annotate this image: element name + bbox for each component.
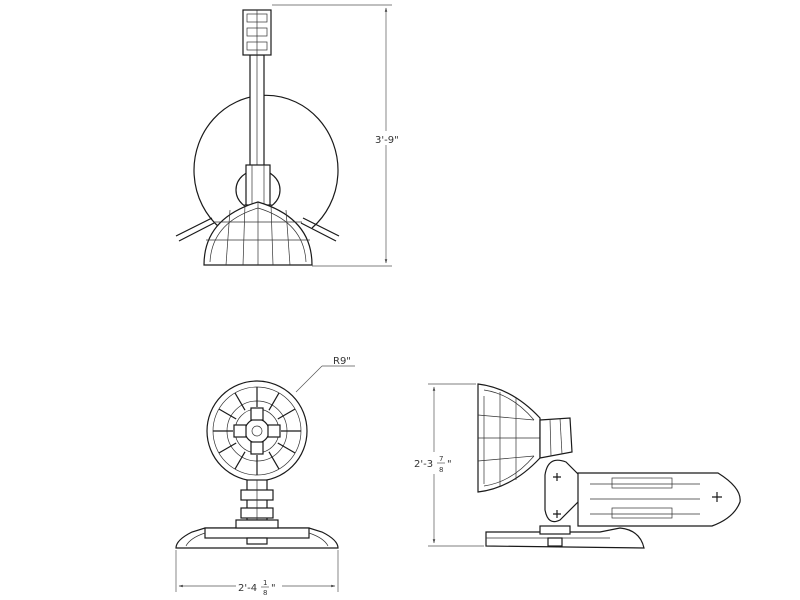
front-cage-spokes <box>213 387 301 475</box>
svg-text:": " <box>271 583 276 594</box>
front-spoke <box>234 451 246 470</box>
svg-text:1: 1 <box>263 579 267 587</box>
top-disc <box>193 94 339 229</box>
front-spoke <box>277 408 296 420</box>
side-arm <box>577 472 741 527</box>
svg-text:8: 8 <box>263 589 267 597</box>
svg-text:": " <box>447 459 452 470</box>
radius-label: R9" <box>333 356 351 367</box>
front-spoke <box>218 442 237 454</box>
front-spoke <box>277 442 296 454</box>
top-view: 3'-9" <box>175 4 404 267</box>
top-handle-left <box>175 217 213 237</box>
front-spoke <box>234 392 246 411</box>
side-view: 2'-3 7 8 " <box>412 383 741 549</box>
front-spoke <box>218 408 237 420</box>
top-handle-right <box>302 217 340 237</box>
svg-text:7: 7 <box>439 455 443 463</box>
side-neck <box>539 417 573 459</box>
top-height-label: 3'-9" <box>375 135 399 146</box>
front-spoke <box>268 451 280 470</box>
side-height-label: 2'-3 <box>414 459 433 470</box>
front-hub <box>244 418 270 444</box>
svg-text:8: 8 <box>439 466 443 474</box>
side-bolt-icons <box>553 473 722 518</box>
front-spoke <box>268 392 280 411</box>
front-width-label: 2'-4 <box>238 583 257 594</box>
front-view: R9" 2'-4 1 8 " <box>175 356 355 598</box>
